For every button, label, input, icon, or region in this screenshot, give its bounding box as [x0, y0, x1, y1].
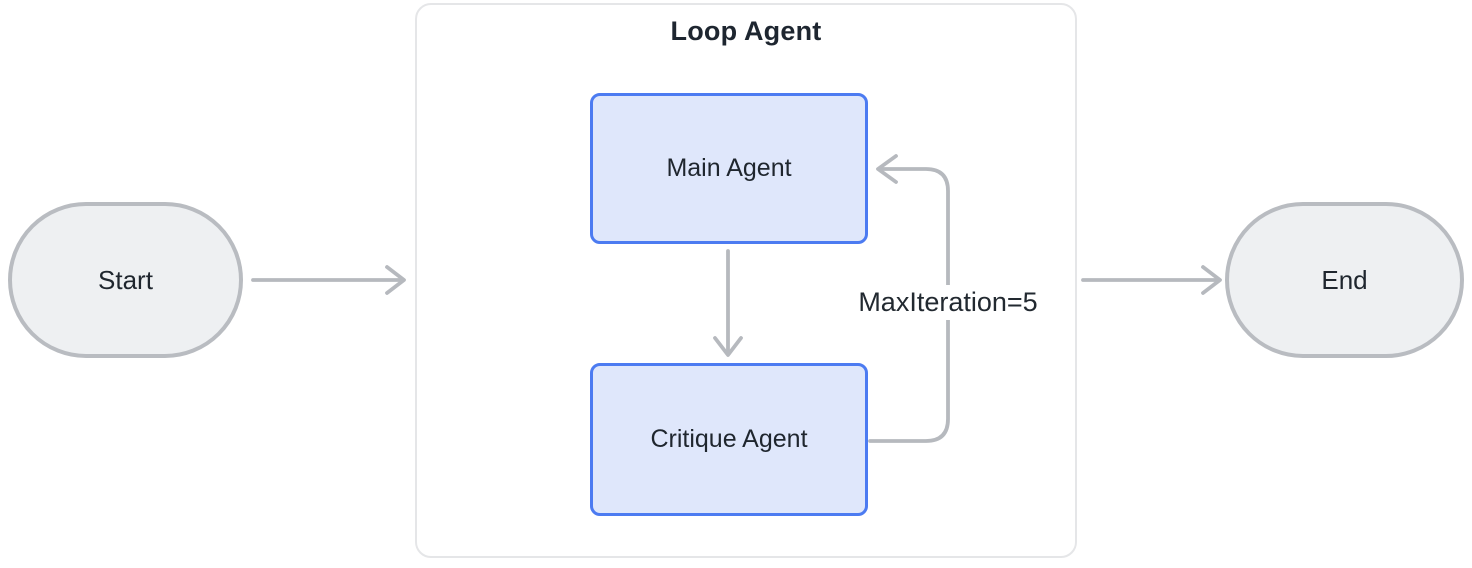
edge-loop-to-end	[1081, 265, 1222, 295]
loop-iteration-label: MaxIteration=5	[854, 285, 1042, 320]
end-node-label: End	[1321, 264, 1368, 295]
main-agent-label: Main Agent	[666, 154, 792, 182]
edge-start-to-loop	[251, 265, 406, 295]
start-node: Start	[8, 202, 243, 358]
critique-agent-node: Critique Agent	[590, 363, 868, 516]
end-node: End	[1225, 202, 1464, 358]
edge-main-to-critique	[713, 249, 743, 357]
loop-agent-title: Loop Agent	[670, 16, 822, 46]
start-node-label: Start	[98, 264, 153, 295]
main-agent-node: Main Agent	[590, 93, 868, 244]
critique-agent-label: Critique Agent	[650, 425, 808, 453]
